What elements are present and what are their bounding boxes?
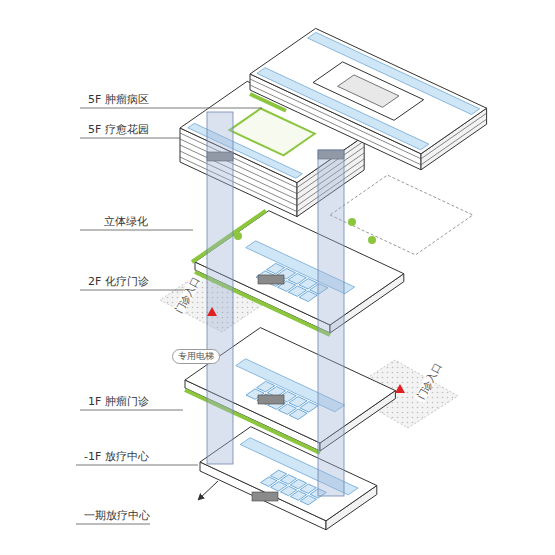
plate-shape [289, 409, 307, 420]
leader-line [76, 524, 150, 525]
floor-label: 5F 疗愈花园 [88, 123, 149, 136]
direction-arrow [198, 481, 218, 500]
floor-label: 2F 化疗门诊 [88, 275, 149, 288]
green-edge [185, 390, 320, 453]
plate-shape [300, 495, 316, 505]
floor-label: 立体绿化 [104, 215, 148, 228]
leader-line [80, 410, 183, 411]
floor-label: -1F 放疗中心 [84, 450, 149, 463]
leader-line [80, 138, 180, 139]
leader-line [80, 230, 193, 231]
floor-label: 一期放疗中心 [84, 509, 150, 522]
plate-shape [300, 402, 318, 413]
tree [348, 218, 356, 226]
floor-label: 5F 肿瘤病区 [88, 93, 149, 106]
tree [368, 236, 376, 244]
entry-marker [395, 384, 405, 393]
elevator-tag: 专用电梯 [172, 349, 220, 364]
elevator-block [258, 275, 284, 284]
floor-label: 1F 肿瘤门诊 [88, 395, 149, 408]
leader-line [80, 108, 262, 109]
tree [234, 232, 242, 240]
elevator-block [252, 492, 278, 501]
leader-line [76, 465, 198, 466]
plate-shape [313, 62, 424, 120]
plate-shape [338, 75, 399, 107]
entry-marker [207, 307, 217, 316]
vertical-core [318, 150, 344, 496]
leader-line [80, 290, 193, 291]
plate-shape [188, 123, 302, 178]
vertical-core [207, 112, 233, 464]
footprint-outline [330, 175, 473, 255]
plate-shape [299, 291, 317, 302]
elevator-block [258, 395, 284, 404]
node-text: 专用电梯 [178, 351, 214, 361]
plate-shape [250, 28, 487, 153]
